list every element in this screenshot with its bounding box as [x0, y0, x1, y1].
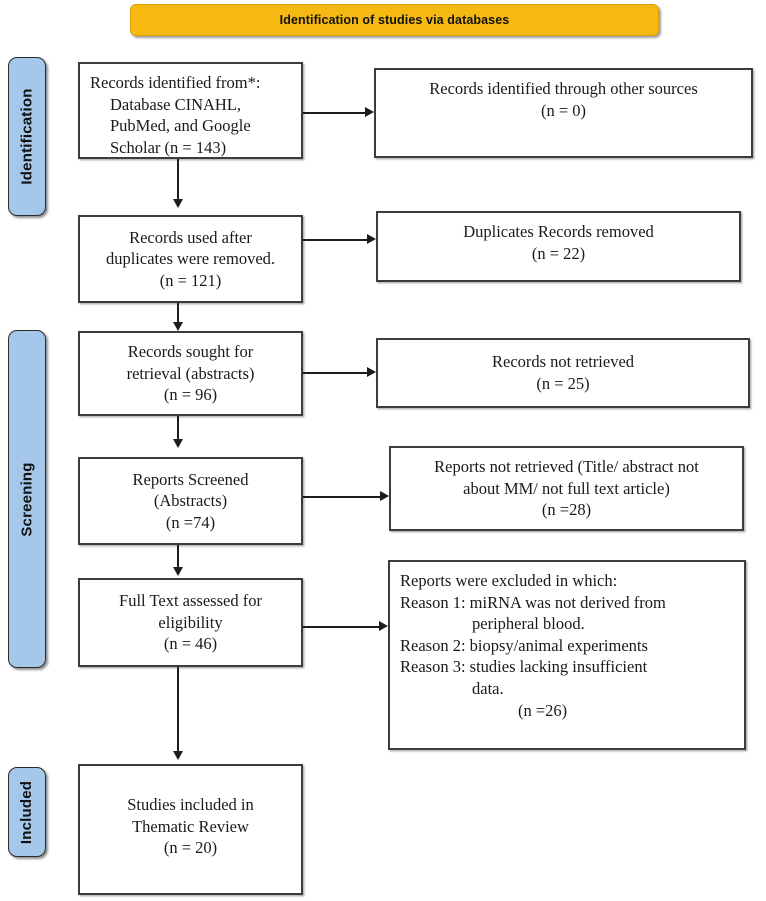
box-line: Records used after [129, 227, 252, 247]
stage-label-included: Included [18, 780, 36, 844]
box-line: Records sought for [127, 342, 254, 362]
box-line: Scholar (n = 143) [110, 137, 227, 157]
box-line: (Abstracts) [153, 491, 228, 511]
box-line: Database CINAHL, [110, 94, 242, 114]
box-line: (n =26) [518, 700, 568, 720]
stage-label-identification: Identification [18, 88, 36, 185]
identification-banner: Identification of studies via databases [130, 4, 659, 36]
arrow-row4-right [380, 491, 389, 501]
stage-bar-included: Included [8, 767, 46, 857]
connector-identified-to-dedup [177, 159, 179, 201]
box-line: Full Text assessed for [119, 591, 262, 611]
connector-screened-to-fulltext [177, 545, 179, 570]
stage-bar-identification: Identification [8, 57, 46, 216]
box-line: (n = 96) [163, 385, 218, 405]
box-records-identified: Records identified from*: Database CINAH… [78, 62, 303, 159]
arrow-screened-to-fulltext [172, 567, 183, 576]
connector-row4-horizontal [303, 496, 380, 498]
box-studies-included: Studies included in Thematic Review (n =… [78, 764, 303, 895]
box-line: Reports not retrieved (Title/ abstract n… [434, 457, 699, 476]
box-reports-not-retrieved: Reports not retrieved (Title/ abstract n… [389, 446, 744, 531]
box-line: Records identified through other sources [429, 79, 698, 98]
box-line: Reason 1: miRNA was not derived from [400, 592, 666, 612]
connector-sought-to-screened [177, 416, 179, 441]
box-line: data. [472, 679, 504, 699]
connector-row3-horizontal [303, 372, 367, 374]
box-line: (n =74) [165, 512, 216, 532]
box-records-not-retrieved: Records not retrieved (n = 25) [376, 338, 750, 408]
box-duplicates-removed: Duplicates Records removed (n = 22) [376, 211, 741, 282]
box-line: Duplicates Records removed [463, 222, 654, 241]
stage-label-screening: Screening [18, 461, 36, 537]
box-line: PubMed, and Google [110, 116, 251, 136]
arrow-fulltext-to-included [172, 751, 183, 760]
arrow-sought-to-screened [172, 439, 183, 448]
box-reports-screened: Reports Screened (Abstracts) (n =74) [78, 457, 303, 545]
box-line: Reports were excluded in which: [400, 571, 618, 590]
box-reports-excluded: Reports were excluded in which: Reason 1… [388, 560, 746, 750]
box-line: Reason 2: biopsy/animal experiments [400, 635, 648, 655]
box-line: peripheral blood. [472, 614, 585, 634]
box-line: Studies included in [127, 795, 254, 814]
box-records-sought: Records sought for retrieval (abstracts)… [78, 331, 303, 416]
box-line: eligibility [158, 612, 223, 632]
box-full-text-assessed: Full Text assessed for eligibility (n = … [78, 578, 303, 667]
box-other-sources: Records identified through other sources… [374, 68, 753, 158]
arrow-row3-right [367, 367, 376, 377]
arrow-row2-right [367, 234, 376, 244]
banner-label: Identification of studies via databases [279, 13, 510, 27]
connector-row1-horizontal [303, 112, 365, 114]
box-line: retrieval (abstracts) [126, 363, 255, 383]
box-records-after-duplicates: Records used after duplicates were remov… [78, 215, 303, 303]
box-line: Thematic Review [132, 816, 249, 836]
box-line: about MM/ not full text article) [463, 478, 670, 498]
box-line: (n =28) [541, 500, 592, 520]
arrow-identified-to-dedup [172, 199, 183, 208]
box-line: duplicates were removed. [105, 249, 276, 269]
box-line: Records not retrieved [491, 352, 635, 372]
box-line: Reason 3: studies lacking insufficient [400, 657, 648, 677]
box-line: (n = 22) [531, 243, 586, 263]
box-line: (n = 25) [536, 374, 590, 393]
box-line: Records identified from*: [90, 73, 261, 92]
connector-dedup-to-sought [177, 303, 179, 325]
box-line: (n = 0) [540, 100, 587, 120]
box-line: (n = 46) [163, 634, 218, 654]
arrow-row1-right [365, 107, 374, 117]
arrow-row5-right [379, 621, 388, 631]
stage-bar-screening: Screening [8, 330, 46, 668]
connector-row2-horizontal [303, 239, 367, 241]
connector-row5-horizontal [303, 626, 379, 628]
box-line: (n = 20) [163, 838, 218, 858]
box-line: (n = 121) [159, 270, 222, 290]
box-line: Reports Screened [132, 469, 249, 489]
arrow-dedup-to-sought [172, 322, 183, 331]
connector-fulltext-to-included [177, 667, 179, 753]
